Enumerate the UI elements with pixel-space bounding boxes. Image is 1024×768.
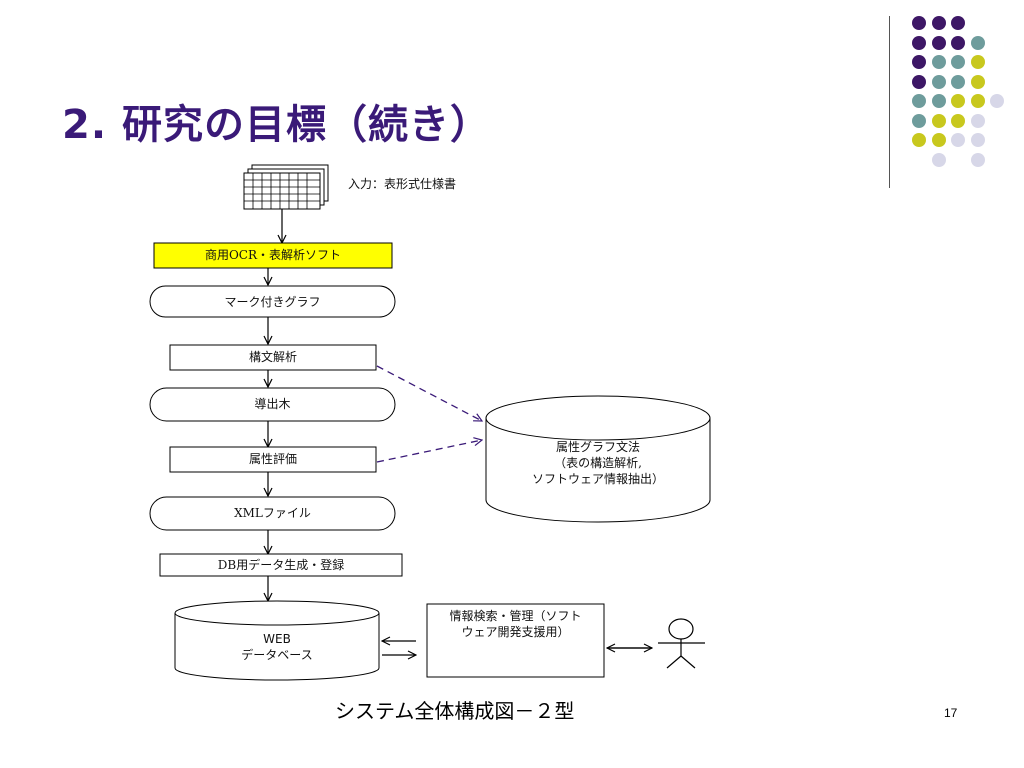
decorative-dot [990, 94, 1004, 108]
decorative-dot [931, 74, 946, 89]
decorative-dot [951, 113, 965, 128]
grammar-db-line2: （表の構造解析, [554, 456, 642, 470]
arrow-parse-to-grammar [376, 365, 482, 421]
decorative-dot [970, 55, 985, 69]
decorative-dot [970, 113, 985, 128]
slide-title: 2. 研究の目標（続き） [62, 102, 491, 148]
input-label: 入力：表形式仕様書 [348, 177, 457, 191]
decorative-dot [970, 94, 985, 108]
decorative-dot [931, 16, 946, 30]
attr-eval-box [169, 446, 377, 473]
derivation-tree-label: 導出木 [254, 397, 291, 411]
search-box-line1: 情報検索・管理（ソフト [449, 609, 582, 623]
decorative-divider [889, 16, 890, 188]
grammar-db-line3: ソフトウェア情報抽出） [531, 472, 664, 486]
xml-file-label: XMLファイル [234, 506, 311, 520]
user-icon [658, 618, 705, 669]
xml-file-node [149, 496, 396, 531]
parse-box-label: 構文解析 [248, 350, 297, 364]
page-number: 17 [944, 706, 958, 720]
grammar-db-label: 属性グラフ文法 （表の構造解析, ソフトウェア情報抽出） [486, 439, 710, 487]
decorative-dot [931, 94, 946, 108]
db-gen-label: DB用データ生成・登録 [217, 558, 345, 572]
attr-eval-label: 属性評価 [248, 452, 297, 466]
decorative-dot [951, 74, 965, 89]
decorative-dot [931, 55, 946, 69]
decorative-dot [951, 133, 965, 147]
derivation-tree-node [149, 387, 396, 422]
decorative-dot [912, 16, 926, 30]
decorative-dot [912, 133, 926, 147]
decorative-dot [931, 133, 946, 147]
decorative-dot [912, 94, 926, 108]
decorative-dot [912, 113, 926, 128]
ocr-box-label: 商用OCR・表解析ソフト [204, 248, 342, 262]
grammar-db-line1: 属性グラフ文法 [555, 440, 640, 454]
search-box-label: 情報検索・管理（ソフト ウェア開発支援用） [427, 608, 604, 640]
decorative-dot [970, 74, 985, 89]
decorative-dot [970, 133, 985, 147]
search-box-line2: ウェア開発支援用） [461, 625, 570, 639]
decorative-dot [970, 152, 985, 167]
decorative-dot [951, 35, 965, 50]
decorative-dot [912, 74, 926, 89]
decorative-dot [912, 35, 926, 50]
arrow-eval-to-grammar [376, 440, 482, 463]
decorative-dot [951, 55, 965, 69]
figure-caption: システム全体構成図－２型 [335, 699, 575, 723]
db-gen-box [159, 553, 403, 577]
input-documents-icon [243, 164, 329, 210]
decorative-dot [970, 35, 985, 50]
web-db-line1: WEB [263, 632, 291, 646]
decorative-dot [931, 152, 946, 167]
parse-box [169, 344, 377, 371]
decorative-dot [912, 55, 926, 69]
web-db-label: WEB データベース [175, 631, 379, 663]
decorative-dot [931, 35, 946, 50]
decorative-dot [931, 113, 946, 128]
grammar-database-cylinder [485, 395, 711, 523]
web-database-cylinder [174, 600, 380, 681]
decorative-dot [951, 94, 965, 108]
marked-graph-label: マーク付きグラフ [224, 295, 321, 309]
marked-graph-node [149, 285, 396, 318]
decorative-dot [951, 16, 965, 30]
web-db-line2: データベース [241, 648, 313, 662]
ocr-box [153, 242, 393, 269]
search-box [426, 603, 605, 678]
